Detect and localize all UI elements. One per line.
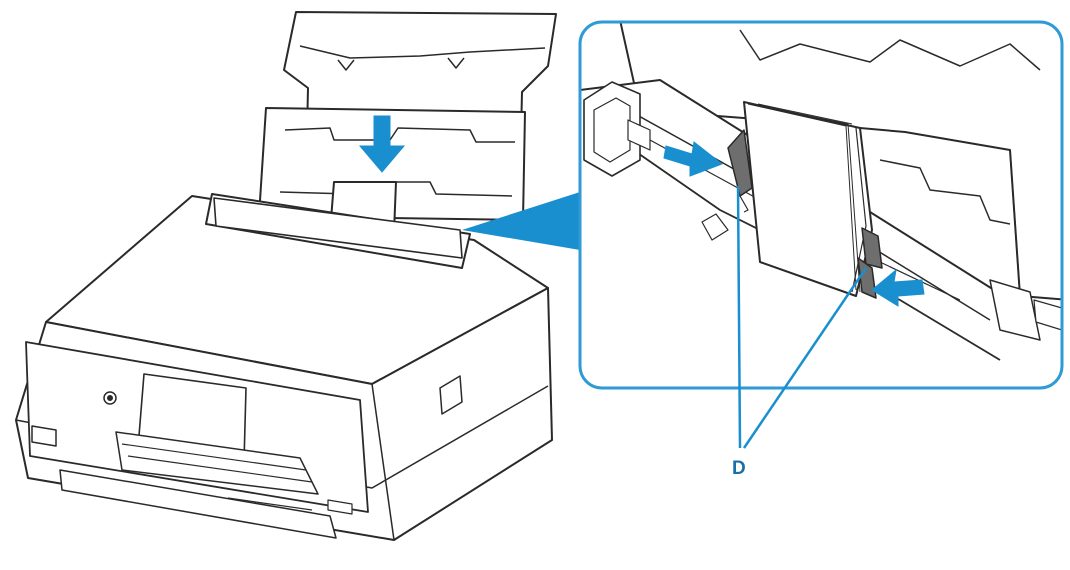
arrow-down-icon [358,115,406,173]
paper-guide-right [861,227,883,269]
arrow-right-icon [663,141,724,177]
callout-label-d: D [732,458,746,479]
paper-support [258,11,557,221]
arrow-left-icon [871,268,925,307]
paper-guide-left [727,129,753,197]
detail-panel-border [578,20,1064,390]
feed-slot [213,197,463,259]
printer [15,11,557,541]
callout-wedge [462,192,580,250]
detail-panel [578,20,1064,390]
printer-body [15,287,553,541]
callout-leader-lines [736,185,868,449]
